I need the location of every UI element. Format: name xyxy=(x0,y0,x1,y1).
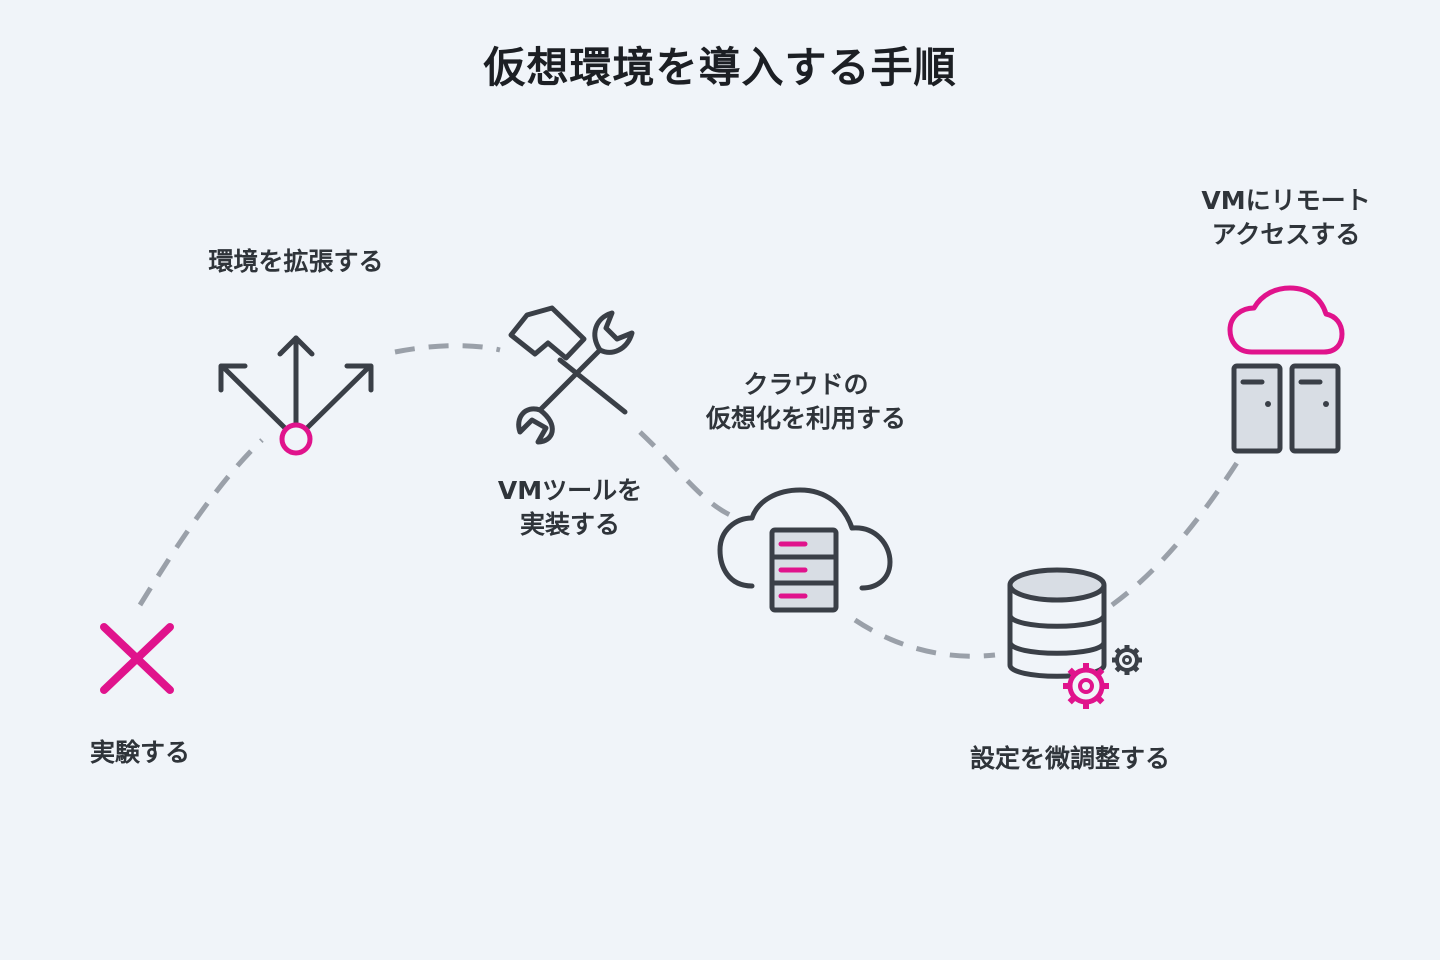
step-label-line: クラウドの xyxy=(743,370,869,399)
branch-arrows-icon xyxy=(218,335,374,456)
path-segment-1 xyxy=(137,438,264,607)
dashed-path xyxy=(137,343,1243,659)
step-label-cloud: クラウドの 仮想化を利用する xyxy=(676,368,936,436)
cloud-servers-icon xyxy=(1227,285,1345,454)
gear-icon xyxy=(1063,663,1109,709)
hammer-wrench-icon xyxy=(508,305,635,445)
path-segment-3 xyxy=(638,430,732,518)
database-gear-icon xyxy=(1007,567,1142,709)
step-label-tools: VMツールを 実装する xyxy=(460,474,680,542)
step-label-line: 環境を拡張する xyxy=(208,247,384,276)
page-title: 仮想環境を導入する手順 xyxy=(483,43,957,92)
path-segment-4 xyxy=(853,617,996,659)
step-label-line: VMツールを xyxy=(497,476,643,505)
step-label-line: 実装する xyxy=(519,510,620,539)
close-icon xyxy=(100,623,174,694)
small-gear-icon xyxy=(1112,645,1142,675)
step-label-line: アクセスする xyxy=(1211,220,1361,249)
cloud-server-icon xyxy=(717,487,893,613)
step-label-line: VMにリモート xyxy=(1201,186,1371,215)
path-segment-5 xyxy=(1110,456,1243,608)
step-label-expand: 環境を拡張する xyxy=(176,245,416,279)
step-label-tune: 設定を微調整する xyxy=(940,742,1200,776)
step-label-experiment: 実験する xyxy=(60,736,220,770)
step-label-remote: VMにリモート アクセスする xyxy=(1176,184,1396,252)
step-label-line: 仮想化を利用する xyxy=(705,404,906,433)
step-label-line: 実験する xyxy=(89,738,190,767)
step-label-line: 設定を微調整する xyxy=(969,744,1170,773)
path-segment-2 xyxy=(394,343,501,355)
